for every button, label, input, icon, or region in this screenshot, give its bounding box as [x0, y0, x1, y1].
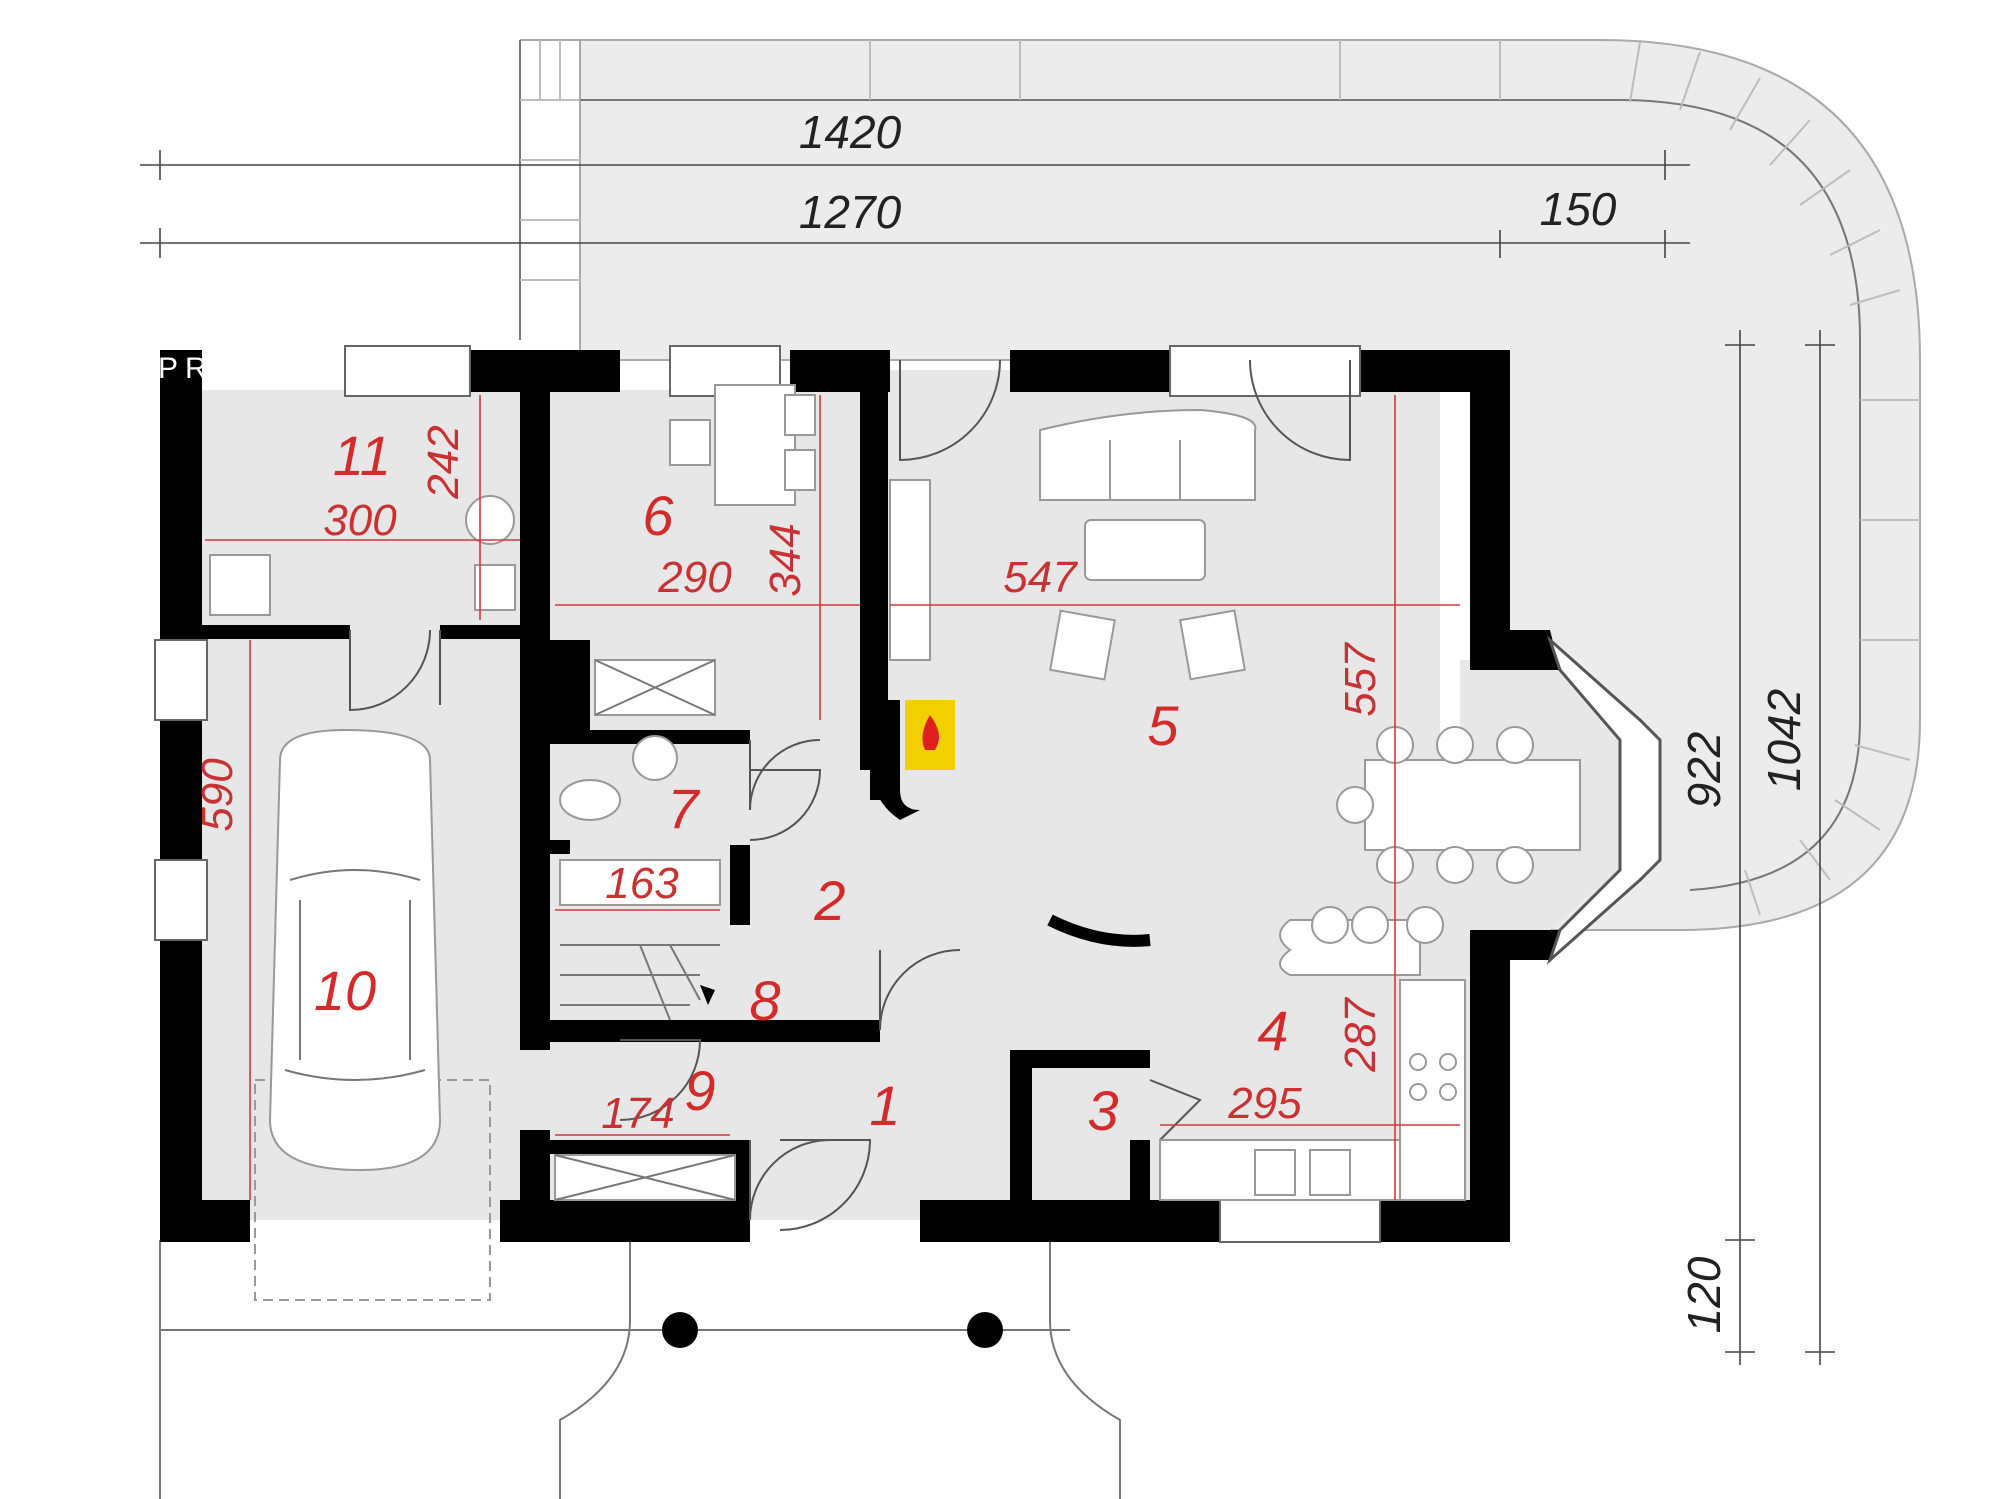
dim-room-5-width: 547 — [1003, 553, 1078, 602]
kitchen-table — [714, 384, 796, 506]
armchair-icon — [1179, 609, 1246, 681]
dim-room-6-width: 290 — [657, 553, 732, 602]
washbasin-icon — [632, 735, 678, 781]
room-number-3: 3 — [1087, 1079, 1118, 1142]
dim-house-width: 1270 — [799, 186, 902, 238]
entrance-steps — [159, 1079, 1121, 1499]
sink-icon — [1254, 1149, 1296, 1196]
dim-right-inner: 922 — [1678, 732, 1730, 809]
walls — [160, 350, 1662, 1242]
dim-room-11-width: 300 — [323, 496, 397, 545]
dining-table — [1364, 759, 1581, 851]
room-dimension-lines — [205, 395, 1460, 1200]
armchair-icon — [1049, 609, 1116, 681]
sofa-icon — [1039, 408, 1257, 501]
doors — [349, 359, 1351, 1231]
dim-bay-width: 150 — [1540, 183, 1617, 235]
column-right — [967, 1312, 1003, 1348]
stairs-icon — [560, 944, 720, 1021]
column-left — [662, 1312, 698, 1348]
room-number-8: 8 — [749, 969, 780, 1032]
room-number-10: 10 — [314, 959, 376, 1022]
dim-room-9-width: 174 — [601, 1089, 674, 1138]
room-number-2: 2 — [813, 869, 845, 932]
room-number-7: 7 — [667, 777, 700, 840]
dim-room-5-depth: 557 — [1336, 642, 1385, 717]
sink-icon — [209, 554, 271, 616]
dim-room-10-depth: 590 — [193, 758, 242, 832]
car-icon — [268, 728, 442, 1172]
boiler-icon — [474, 564, 516, 611]
dim-total-width: 1420 — [799, 106, 902, 158]
room-number-9: 9 — [684, 1059, 715, 1122]
dim-room-6-depth: 344 — [761, 523, 810, 596]
dim-room-11-depth: 242 — [419, 425, 468, 499]
dim-room-4-width: 295 — [1227, 1079, 1302, 1128]
outer-dimension-lines — [140, 150, 1835, 1365]
watermark-text: PROPERTY — [158, 352, 379, 385]
toilet-icon — [559, 779, 621, 821]
coffee-table — [1084, 519, 1206, 581]
room-number-6: 6 — [642, 484, 674, 547]
room-number-5: 5 — [1147, 694, 1179, 757]
room-number-4: 4 — [1257, 999, 1288, 1062]
dim-room-7-width: 163 — [605, 859, 679, 908]
dim-right-outer: 1042 — [1758, 689, 1810, 791]
room-number-1: 1 — [869, 1074, 900, 1137]
flame-icon — [922, 715, 939, 750]
room-number-11: 11 — [333, 424, 391, 487]
dim-right-bottom: 120 — [1678, 1256, 1730, 1333]
dim-room-4-depth: 287 — [1336, 997, 1385, 1073]
